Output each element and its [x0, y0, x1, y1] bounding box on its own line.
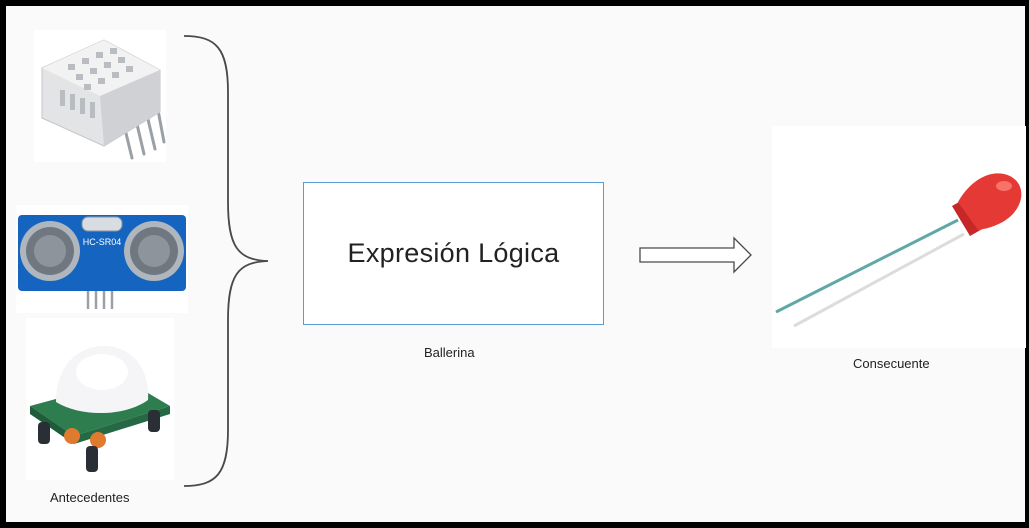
pir-sensor-photo	[26, 318, 174, 480]
ultrasonic-sensor-photo: HC-SR04	[16, 205, 188, 313]
red-led-icon	[775, 173, 1022, 328]
logic-expression-label: Expresión Lógica	[347, 238, 560, 268]
inputs-caption: Antecedentes	[50, 490, 130, 505]
logic-expression-box: Expresión Lógica	[303, 182, 604, 325]
output-caption: Consecuente	[853, 356, 930, 371]
led-photo	[772, 126, 1026, 348]
ultrasonic-pcb-label: HC-SR04	[83, 237, 122, 247]
dht-sensor-photo	[34, 30, 166, 162]
ultrasonic-sensor-icon: HC-SR04	[18, 215, 186, 309]
logic-caption: Ballerina	[424, 345, 475, 360]
dht-sensor-icon	[41, 39, 166, 160]
pir-sensor-icon	[30, 345, 170, 472]
arrow-right-icon	[639, 236, 752, 274]
curly-brace-icon	[183, 35, 269, 487]
